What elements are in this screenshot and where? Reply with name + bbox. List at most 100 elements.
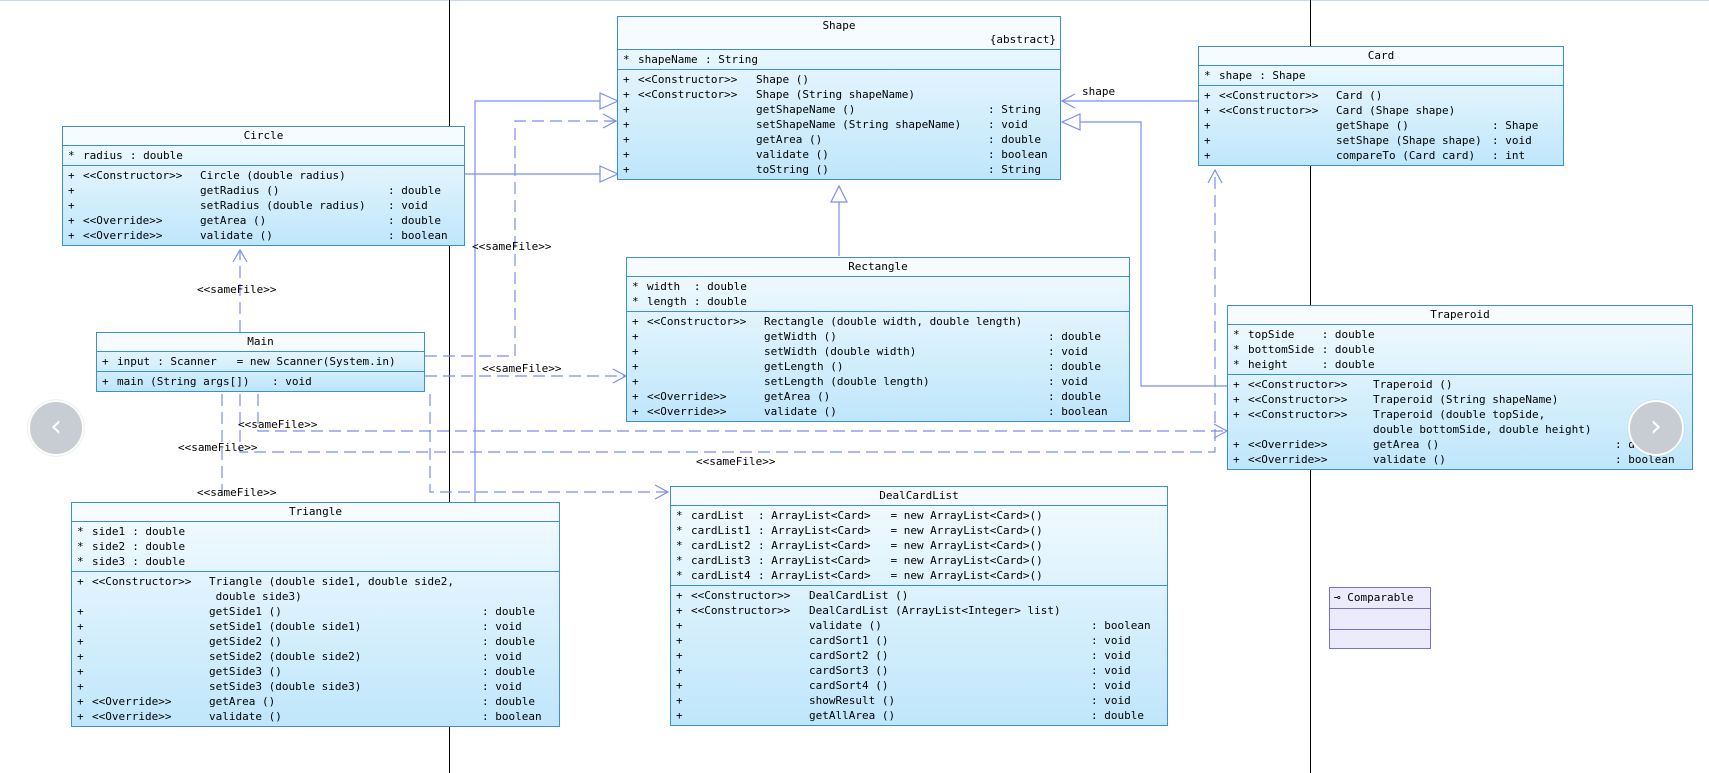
- operation-signature: getLength (): [764, 360, 844, 373]
- visibility-marker: *: [68, 149, 75, 162]
- attribute-row: *shape: Shape: [1199, 68, 1563, 83]
- operation-stereotype: <<Constructor>>: [1219, 89, 1319, 102]
- chevron-right-icon: ›: [1650, 409, 1662, 444]
- visibility-marker: *: [1233, 328, 1240, 341]
- attribute-type: : double: [693, 295, 747, 308]
- operation-signature: Card (): [1336, 89, 1383, 102]
- operation-stereotype: <<Constructor>>: [647, 315, 747, 328]
- operation-stereotype: <<Constructor>>: [1248, 408, 1348, 421]
- operations-section: +<<Constructor>>Rectangle (double width,…: [627, 312, 1129, 421]
- operation-signature: validate (): [209, 710, 282, 723]
- operation-return-type: : void: [1091, 634, 1131, 647]
- attribute-type: : double: [693, 280, 747, 293]
- operation-signature: getAllArea (): [809, 709, 896, 722]
- operation-signature: getShape (): [1336, 119, 1409, 132]
- class-circle[interactable]: Circle*radius: double+<<Constructor>>Cir…: [62, 126, 465, 246]
- class-header: Card: [1199, 47, 1563, 66]
- attribute-name: cardList4: [691, 569, 751, 582]
- class-main[interactable]: Main+input: Scanner = new Scanner(System…: [96, 332, 425, 392]
- operation-return-type: : boolean: [1615, 453, 1675, 466]
- attribute-name: shape: [1219, 69, 1253, 82]
- operation-row: +<<Override>>getArea (): double: [627, 389, 1129, 404]
- operation-row: +getShape (): Shape: [1199, 118, 1563, 133]
- attribute-type: : double: [132, 540, 186, 553]
- class-shape[interactable]: Shape{abstract}*shapeName: String+<<Cons…: [617, 16, 1061, 180]
- class-name: Triangle: [289, 505, 342, 518]
- samefile-label: <<sameFile>>: [197, 486, 277, 499]
- operation-return-type: : void: [482, 650, 522, 663]
- visibility-marker: +: [77, 605, 84, 618]
- operation-signature: compareTo (Card card): [1336, 149, 1476, 162]
- visibility-marker: +: [68, 199, 75, 212]
- attribute-row: *radius: double: [63, 148, 464, 163]
- attributes-section: +input: Scanner = new Scanner(System.in): [97, 352, 424, 372]
- attribute-name: cardList: [691, 509, 751, 522]
- visibility-marker: *: [676, 569, 683, 582]
- visibility-marker: +: [77, 665, 84, 678]
- dependency-main-shape: [425, 120, 616, 357]
- visibility-marker: +: [632, 315, 639, 328]
- operation-signature: getSide3 (): [209, 665, 282, 678]
- operation-signature: getSide1 (): [209, 605, 282, 618]
- dependency-main-traperoid: [257, 394, 1227, 432]
- class-card[interactable]: Card *shape: Shape + <<Constructor>> Card ()…: [1198, 46, 1564, 166]
- visibility-marker: +: [676, 634, 683, 647]
- operation-stereotype: <<Constructor>>: [92, 575, 192, 588]
- operation-stereotype: <<Override>>: [83, 229, 163, 242]
- operation-row: +setRadius (double radius): void: [63, 198, 464, 213]
- attribute-row: *length: double: [627, 294, 1129, 309]
- class-traperoid[interactable]: Traperoid*topSide : double*bottomSide: d…: [1227, 305, 1693, 470]
- operation-return-type: : boolean: [1048, 405, 1108, 418]
- chevron-left-icon: ‹: [50, 409, 62, 444]
- attribute-type: : Scanner = new Scanner(System.in): [157, 355, 396, 368]
- class-dealcardlist[interactable]: DealCardList*cardList : ArrayList<Card> …: [670, 486, 1168, 726]
- operation-signature: getRadius (): [200, 184, 280, 197]
- operation-stereotype: <<Constructor>>: [1219, 104, 1319, 117]
- prev-nav-button[interactable]: ‹: [28, 400, 84, 456]
- samefile-label: <<sameFile>>: [197, 283, 277, 296]
- operation-stereotype: <<Constructor>>: [1248, 378, 1348, 391]
- operation-row: +<<Constructor>>Traperoid (String shapeN…: [1228, 392, 1692, 407]
- operation-signature: double bottomSide, double height): [1373, 423, 1592, 436]
- attribute-name: shapeName: [638, 53, 698, 66]
- operation-row: +cardSort1 (): void: [671, 633, 1167, 648]
- interface-comparable[interactable]: ⊸ Comparable: [1329, 587, 1431, 649]
- operation-stereotype: <<Constructor>>: [691, 589, 791, 602]
- operation-row: +<<Override>>validate (): boolean: [72, 709, 559, 724]
- operation-return-type: : Shape: [1492, 119, 1539, 132]
- operation-stereotype: <<Override>>: [1248, 453, 1328, 466]
- visibility-marker: +: [676, 604, 683, 617]
- class-name: Traperoid: [1430, 308, 1490, 321]
- operation-row: +<<Override>>validate (): boolean: [63, 228, 464, 243]
- operation-signature: getSide2 (): [209, 635, 282, 648]
- class-triangle[interactable]: Triangle*side1: double*side2: double*sid…: [71, 502, 560, 727]
- attributes-section: *shapeName: String: [618, 50, 1060, 70]
- generalization-arrowhead: [830, 184, 848, 203]
- operation-signature: main (String args[]): [117, 375, 250, 388]
- visibility-marker: +: [1204, 104, 1211, 117]
- operation-signature: Traperoid (): [1373, 378, 1453, 391]
- operation-row: +setLength (double length): void: [627, 374, 1129, 389]
- operation-row: +getWidth (): double: [627, 329, 1129, 344]
- visibility-marker: +: [632, 345, 639, 358]
- operations-section: +<<Constructor>>DealCardList ()+<<Constr…: [671, 586, 1167, 725]
- samefile-label: <<sameFile>>: [238, 418, 318, 431]
- operation-stereotype: <<Constructor>>: [691, 604, 791, 617]
- visibility-marker: +: [632, 405, 639, 418]
- operation-return-type: : double: [482, 665, 535, 678]
- next-nav-button[interactable]: ›: [1628, 400, 1684, 456]
- class-rectangle[interactable]: Rectangle*width : double*length: double+…: [626, 257, 1130, 422]
- attribute-type: : ArrayList<Card> = new ArrayList<Card>(…: [758, 524, 1043, 537]
- attribute-row: *cardList3: ArrayList<Card> = new ArrayL…: [671, 553, 1167, 568]
- operation-row: +<<Constructor>>Circle (double radius): [63, 168, 464, 183]
- visibility-marker: +: [623, 118, 630, 131]
- attribute-row: *cardList1: ArrayList<Card> = new ArrayL…: [671, 523, 1167, 538]
- top-border: [0, 0, 1709, 1]
- attribute-name: height: [1248, 358, 1315, 371]
- operation-signature: validate (): [756, 148, 829, 161]
- operation-row: +<<Constructor>>Shape (): [618, 72, 1060, 87]
- interface-name: Comparable: [1347, 591, 1414, 604]
- attribute-name: cardList3: [691, 554, 751, 567]
- class-header: Triangle: [72, 503, 559, 522]
- attributes-section: *radius: double: [63, 146, 464, 166]
